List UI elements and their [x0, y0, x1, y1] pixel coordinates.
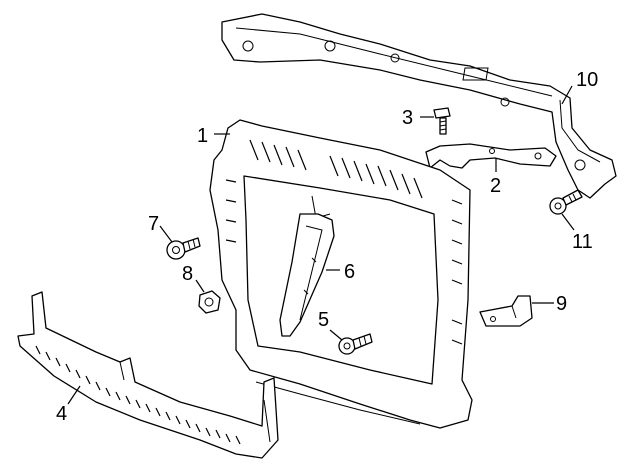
part-3-bolt — [433, 107, 451, 135]
leader-8 — [195, 279, 205, 293]
callout-6: 6 — [344, 261, 355, 283]
callout-1: 1 — [197, 125, 208, 147]
callout-2: 2 — [490, 175, 501, 197]
leader-4 — [67, 385, 81, 405]
part-6-brace — [279, 213, 335, 337]
part-8-nut — [198, 290, 221, 314]
callout-5: 5 — [318, 309, 329, 331]
part-5-bolt — [338, 333, 373, 355]
callout-8: 8 — [182, 263, 193, 285]
callout-3: 3 — [402, 107, 413, 129]
part-4-air-deflector — [17, 291, 279, 459]
leader-7 — [159, 225, 173, 243]
leader-lines — [67, 85, 575, 405]
part-10-upper-tie-bar — [221, 13, 617, 199]
leader-11 — [561, 213, 575, 231]
part-2-bracket — [425, 143, 557, 169]
callout-4: 4 — [56, 403, 67, 425]
leader-5 — [329, 329, 343, 341]
part-11-bolt — [549, 189, 583, 215]
callout-11: 11 — [572, 231, 593, 253]
callout-10: 10 — [576, 69, 598, 91]
part-7-bolt — [166, 237, 201, 260]
callout-7: 7 — [148, 213, 159, 235]
callout-9: 9 — [556, 293, 567, 315]
part-9-bracket — [479, 295, 533, 327]
leader-10 — [561, 85, 573, 105]
callout-labels: 1 2 3 4 5 6 7 8 9 10 11 — [56, 69, 598, 425]
